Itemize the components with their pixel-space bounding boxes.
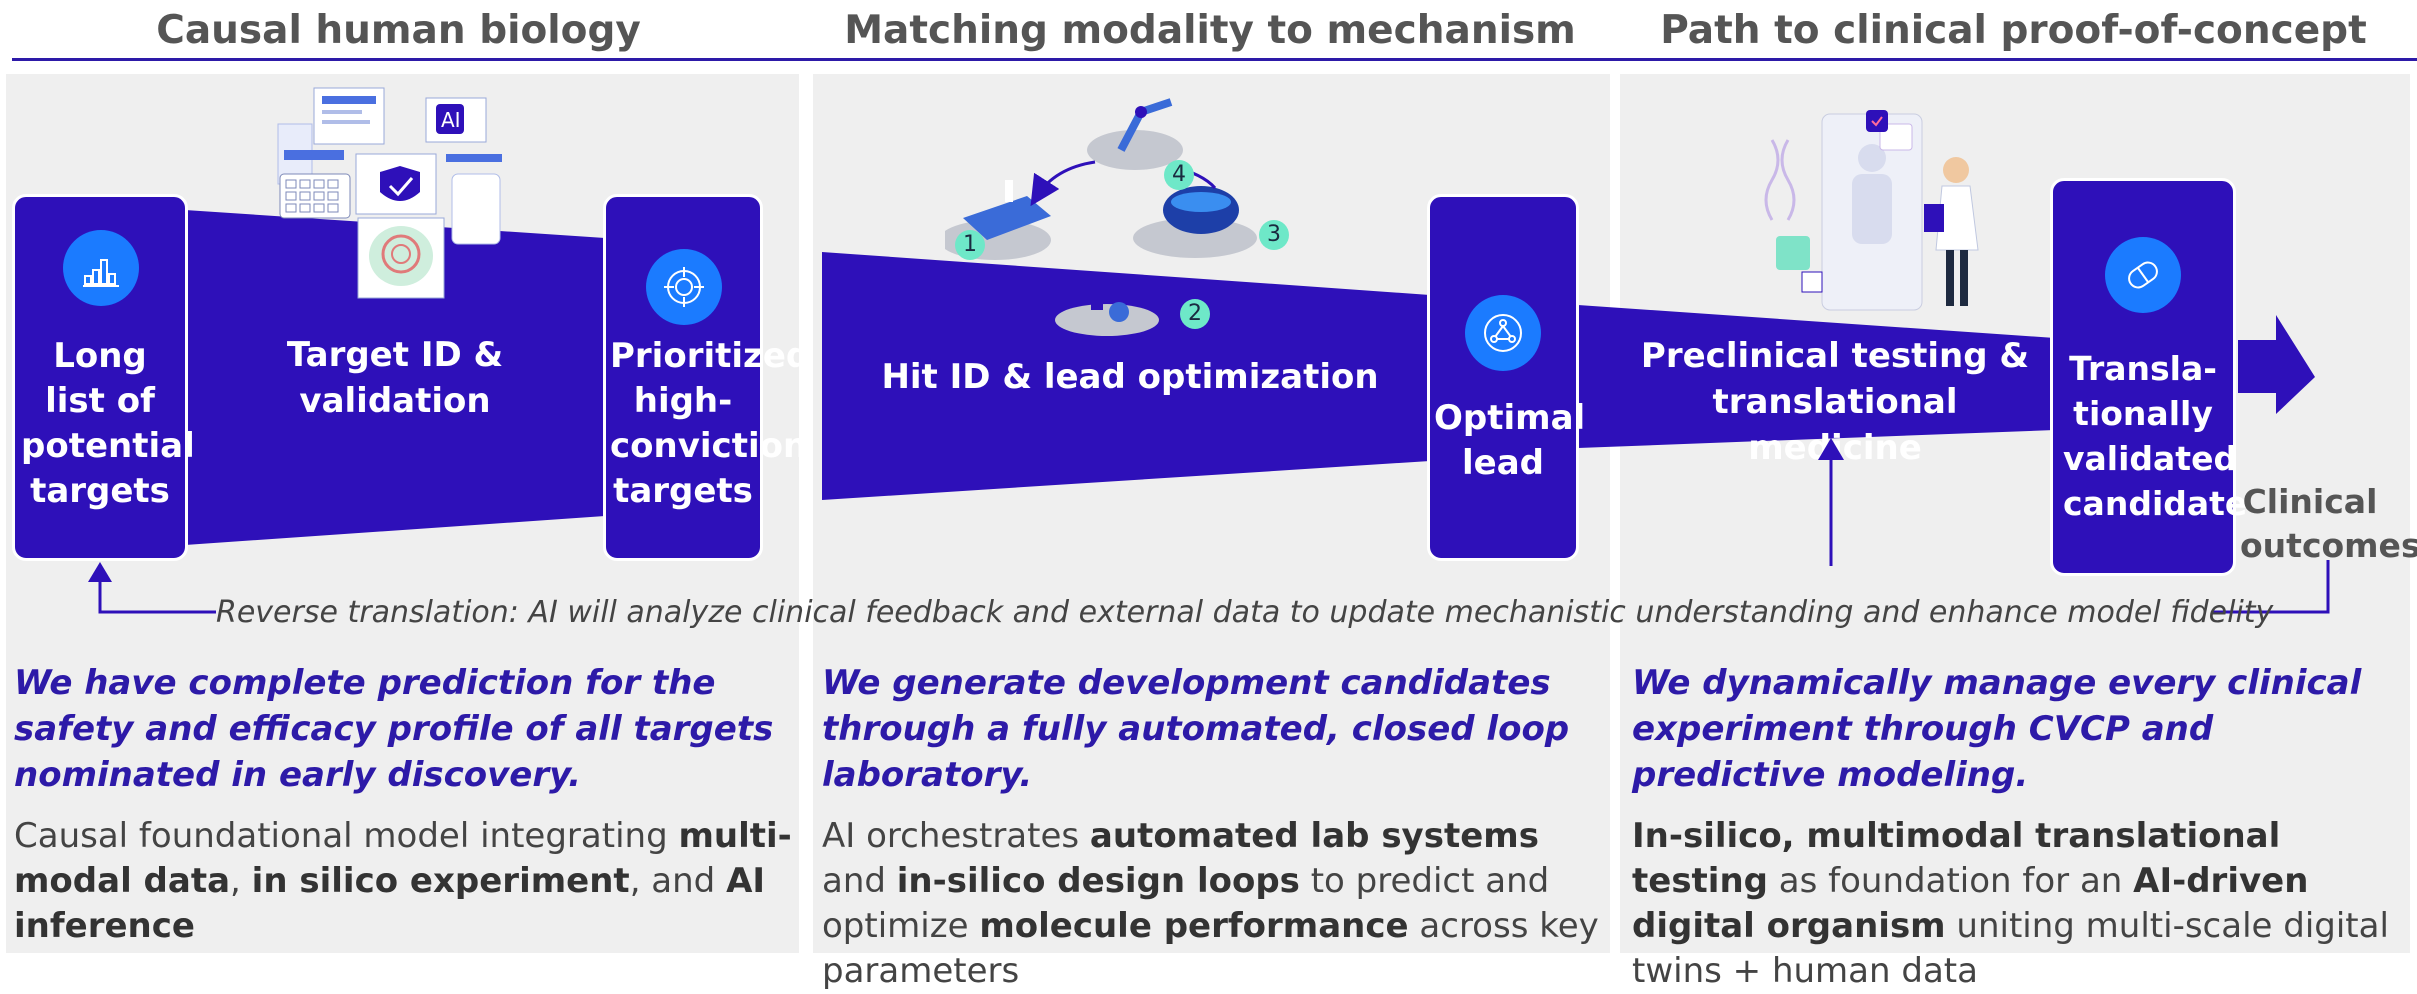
col2-body: AI orchestrates automated lab systems an… [822, 814, 1602, 994]
clinical-outcomes-label: Clinical outcomes [2240, 482, 2417, 565]
band-target-id-label: Target ID & validation [286, 335, 504, 421]
capsule-icon [2105, 237, 2181, 313]
network-icon [1465, 295, 1541, 371]
reverse-translation-return-line [98, 578, 216, 614]
stage-long-list-label: Long list of potential targets [21, 336, 195, 511]
body-emphasis: molecule performance [979, 906, 1409, 946]
loop-step-2: 2 [1180, 299, 1210, 329]
body-emphasis: in-silico design loops [896, 861, 1300, 901]
header-matching-modality: Matching modality to mechanism [844, 7, 1576, 53]
body-emphasis: AI inference [14, 861, 766, 946]
reverse-translation-text: Reverse translation: AI will analyze cli… [216, 595, 2274, 630]
col3-body: In-silico, multimodal translational test… [1632, 814, 2402, 994]
stage-optimal-lead-label: Optimal lead [1434, 398, 1586, 483]
stage-long-list: Long list of potential targets [12, 194, 195, 561]
panel-clinical-poc [1620, 74, 2410, 953]
body-emphasis: in silico experiment [251, 861, 630, 901]
header-clinical-poc: Path to clinical proof-of-concept [1660, 7, 2367, 53]
col3-headline: We dynamically manage every clinical exp… [1632, 663, 2362, 795]
band-target-id-shape [185, 210, 605, 545]
target-icon [646, 249, 722, 325]
stage-validated-label: Transla-tionally validated candidate [2063, 349, 2248, 523]
body-text-run: to predict and optimize [822, 861, 1550, 946]
loop-step-4: 4 [1164, 160, 1194, 190]
loop-step-3: 3 [1259, 220, 1289, 250]
body-emphasis: AI-driven digital organism [1632, 861, 2309, 946]
clinician-illustration [1764, 110, 1979, 311]
body-text-run: Causal foundational model integrating [14, 816, 679, 856]
bar-chart-icon [63, 230, 139, 306]
target-id-illustration: AI [277, 87, 502, 299]
funnel-bands [185, 210, 2315, 545]
forward-arrow-shape [2238, 315, 2315, 414]
svg-text:AI: AI [441, 108, 461, 132]
body-emphasis: automated lab systems [1089, 816, 1539, 856]
clinical-feedback-arrowhead [1818, 438, 1844, 460]
body-text-run: AI orchestrates [822, 816, 1090, 856]
feedback-arrows [88, 438, 2330, 614]
col1-body: Causal foundational model integrating mu… [14, 814, 794, 949]
loop-step-1: 1 [955, 230, 985, 260]
reverse-translation-arrow-line [2212, 560, 2330, 614]
body-text-run: , and [629, 861, 727, 901]
body-text-run: , [230, 861, 252, 901]
col1-headline: We have complete prediction for the safe… [14, 663, 774, 795]
body-text-run: and [822, 861, 897, 901]
band-hit-id-shape [822, 252, 1430, 500]
stage-validated: Transla-tionally validated candidate [2050, 178, 2248, 576]
body-emphasis: multi-modal data [14, 816, 792, 901]
header-divider [12, 58, 2417, 61]
body-text-run: as foundation for an [1768, 861, 2134, 901]
band-preclinical-shape [1578, 305, 2055, 448]
reverse-translation-arrowhead [88, 562, 112, 582]
stage-optimal-lead: Optimal lead [1427, 194, 1586, 561]
header-causal-biology: Causal human biology [156, 7, 641, 53]
col2-headline: We generate development candidates throu… [822, 663, 1570, 795]
body-emphasis: In-silico, multimodal translational test… [1632, 816, 2281, 901]
band-hit-id-label: Hit ID & lead optimization [881, 357, 1379, 397]
